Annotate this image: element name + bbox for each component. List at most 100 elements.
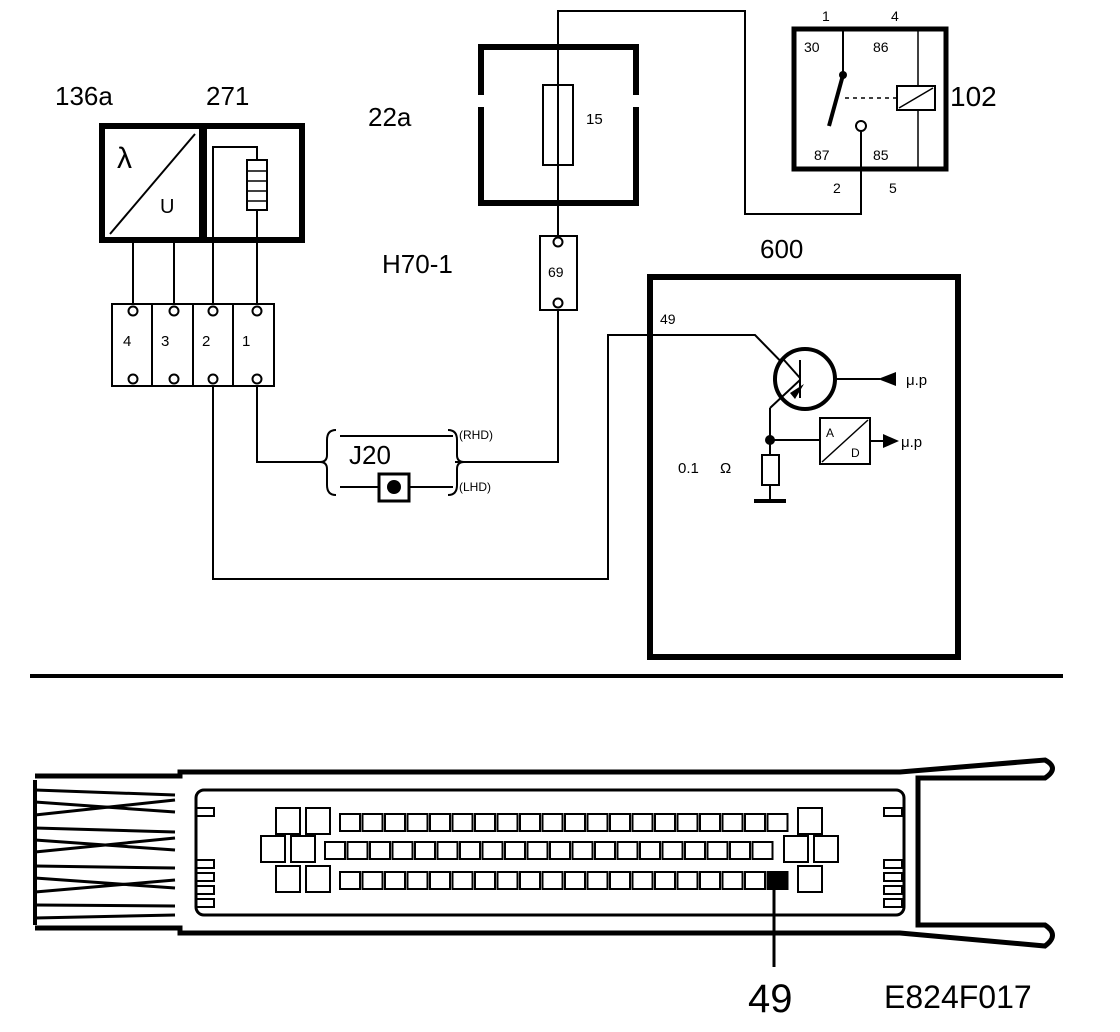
pin-cell xyxy=(481,841,504,860)
pin-cell-highlight xyxy=(766,871,789,890)
fuse-box: 22a 15 xyxy=(368,44,643,206)
ecu-emitter-line xyxy=(769,408,820,441)
relay-terminal: 5 xyxy=(889,180,897,196)
pin-cell xyxy=(729,841,751,860)
relay-switch-arm xyxy=(827,74,845,127)
ecu-pin: 49 xyxy=(660,311,676,327)
pin-cell xyxy=(699,813,721,832)
brace-left xyxy=(319,429,337,496)
connector-housing xyxy=(35,757,1055,949)
junction-j20: J20 (RHD) (LHD) xyxy=(319,428,493,503)
pin-cell-large xyxy=(305,807,331,835)
pin-cell xyxy=(586,871,609,890)
relay-pin: 87 xyxy=(814,147,830,163)
pin-cell xyxy=(609,871,631,890)
pin-hole xyxy=(552,297,564,309)
voltage-symbol: U xyxy=(160,196,174,218)
pin-cell-large xyxy=(783,835,809,863)
ad-diagonal xyxy=(821,419,869,463)
ecu-resistor-value: 0.1 xyxy=(678,460,699,477)
pin-cell xyxy=(391,841,414,860)
heater-box xyxy=(201,123,305,243)
pin-cell xyxy=(609,813,631,832)
fuse-box-gap xyxy=(474,95,488,107)
pin-hole xyxy=(207,305,219,317)
connector-h70: H70-1 69 xyxy=(382,235,578,311)
pin-grid xyxy=(260,807,839,893)
pin-hole xyxy=(207,373,219,385)
pin-cell xyxy=(631,871,654,890)
connector-pin-label: 2 xyxy=(202,333,210,350)
ecu-ohm-symbol: Ω xyxy=(720,460,731,477)
figure-code: E824F017 xyxy=(884,979,1032,1015)
pin-cell-large xyxy=(305,865,331,893)
relay-id: 102 xyxy=(950,81,997,112)
pin-cell-large xyxy=(797,807,823,835)
pin-cell xyxy=(549,841,571,860)
pin-cell xyxy=(751,841,774,860)
pin-cell xyxy=(541,871,564,890)
pin-cell xyxy=(594,841,616,860)
connector-pin-label: 1 xyxy=(242,333,250,350)
pin-cell xyxy=(721,871,744,890)
pin-cell-large xyxy=(797,865,823,893)
pin-hole xyxy=(552,236,564,248)
pin-cell xyxy=(339,871,361,890)
pin-cell xyxy=(369,841,391,860)
pin-cell xyxy=(324,841,346,860)
pin-hole xyxy=(251,373,263,385)
left-slots xyxy=(195,807,215,908)
pin-cell xyxy=(744,871,766,890)
pin-cell xyxy=(616,841,639,860)
pin-cell xyxy=(684,841,706,860)
relay-terminal: 4 xyxy=(891,8,899,24)
pin-cell-large xyxy=(275,807,301,835)
lambda-sensor: 136a λ U xyxy=(55,81,205,243)
wire-h70-to-j20 xyxy=(455,310,559,463)
pin-cell xyxy=(766,813,789,832)
pin-cell-large xyxy=(260,835,286,863)
junction-lhd: (LHD) xyxy=(459,480,491,494)
ad-label-top: A xyxy=(826,426,834,440)
pin-cell xyxy=(414,841,436,860)
relay: 102 1 4 2 5 30 86 87 85 xyxy=(791,8,997,196)
pin-cell xyxy=(654,813,676,832)
pin-cell xyxy=(631,813,654,832)
pin-cell xyxy=(541,813,564,832)
pin-cell-large xyxy=(290,835,316,863)
pin-cell xyxy=(339,813,361,832)
relay-coil-diagonal xyxy=(898,87,934,109)
pin-cell xyxy=(459,841,481,860)
pin-hole xyxy=(251,305,263,317)
heater-wire xyxy=(212,146,258,304)
junction-id: J20 xyxy=(349,440,391,470)
pin-cell-large xyxy=(275,865,301,893)
brace-right xyxy=(447,429,465,496)
right-slots xyxy=(883,807,903,908)
ecu-connector-view: 49 E824F017 xyxy=(33,757,1055,1021)
relay-pin: 86 xyxy=(873,39,889,55)
pin-hole xyxy=(127,373,139,385)
pin-cell xyxy=(384,813,406,832)
wire-connector-to-j20 xyxy=(256,386,322,463)
pin-cell xyxy=(676,813,699,832)
relay-box xyxy=(791,26,949,172)
pin-cell xyxy=(519,813,541,832)
pin-cell xyxy=(564,871,586,890)
pin-49-callout: 49 xyxy=(748,977,793,1021)
relay-contact-87 xyxy=(855,120,867,132)
pin-cell xyxy=(519,871,541,890)
pin-cell xyxy=(571,841,594,860)
pin-cell-large xyxy=(813,835,839,863)
transistor-arrow xyxy=(790,384,804,399)
pin-cell xyxy=(436,841,459,860)
pin-cell xyxy=(564,813,586,832)
wire-connector-to-ecu xyxy=(212,334,650,580)
connector-pin-label: 4 xyxy=(123,333,131,350)
input-arrow-icon xyxy=(878,372,896,386)
pin-cell xyxy=(406,813,429,832)
ecu-resistor xyxy=(761,454,780,486)
pin-cell xyxy=(661,841,684,860)
pin-cell xyxy=(526,841,549,860)
